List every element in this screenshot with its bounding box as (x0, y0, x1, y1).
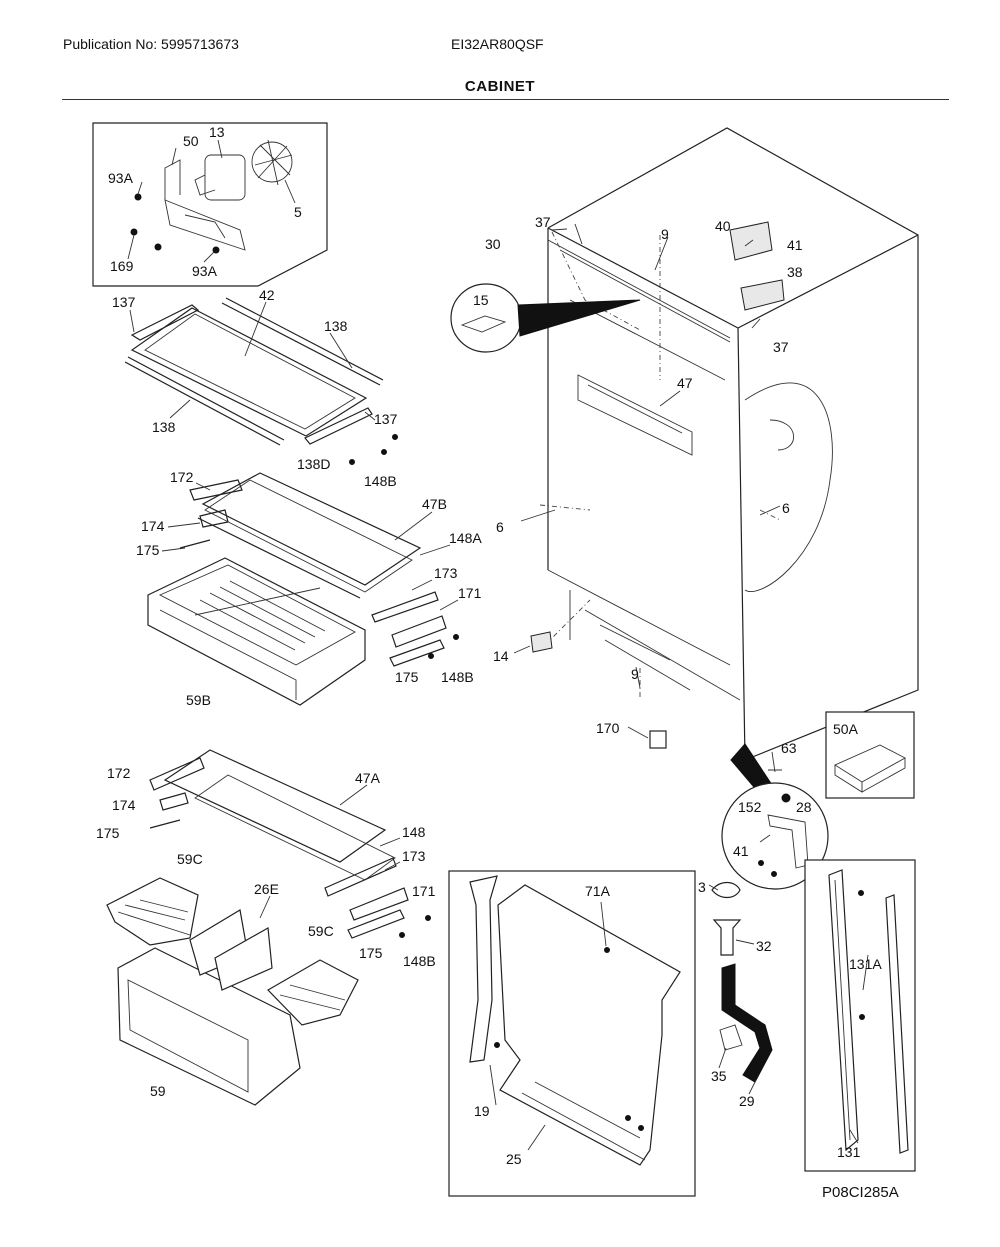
callout-6: 6 (782, 500, 790, 516)
callout-173: 173 (434, 565, 458, 581)
leveler-drain-parts: 3 32 35 29 (698, 879, 773, 1109)
callout-137: 137 (374, 411, 398, 427)
callout-42: 42 (259, 287, 275, 303)
callout-148b: 148B (403, 953, 436, 969)
callout-37: 37 (773, 339, 789, 355)
callout-35: 35 (711, 1068, 727, 1084)
callout-170: 170 (596, 720, 620, 736)
callout-37: 37 (535, 214, 551, 230)
callout-148b: 148B (364, 473, 397, 489)
callout-172: 172 (107, 765, 131, 781)
callout-71a: 71A (585, 883, 611, 899)
callout-138: 138 (152, 419, 176, 435)
callout-175: 175 (96, 825, 120, 841)
lower-drawer-assembly: 172 47A 174 175 148 173 59C 26E 171 59C … (96, 749, 436, 1106)
callout-50a: 50A (833, 721, 859, 737)
callout-174: 174 (141, 518, 165, 534)
publication-number: Publication No: 5995713673 (63, 36, 239, 52)
callout-50: 50 (183, 133, 199, 149)
upper-drawer-assembly: 172 47B 174 175 148A 173 171 175 148B 59… (136, 469, 482, 708)
callout-41: 41 (733, 843, 749, 859)
callout-174: 174 (112, 797, 136, 813)
callout-175: 175 (395, 669, 419, 685)
header-divider (62, 99, 949, 100)
trim-strip-inset: 131A 131 (804, 859, 916, 1172)
callout-30: 30 (485, 236, 501, 252)
callout-131a: 131A (849, 956, 882, 972)
callout-26e: 26E (254, 881, 279, 897)
callout-6: 6 (496, 519, 504, 535)
callout-5: 5 (294, 204, 302, 220)
callout-152: 152 (738, 799, 762, 815)
callout-171: 171 (412, 883, 436, 899)
callout-148a: 148A (449, 530, 482, 546)
toe-grille-inset: 71A 19 25 (448, 870, 696, 1197)
callout-131: 131 (837, 1144, 861, 1160)
callout-175: 175 (136, 542, 160, 558)
callout-38: 38 (787, 264, 803, 280)
callout-9: 9 (661, 226, 669, 242)
callout-25: 25 (506, 1151, 522, 1167)
callout-171: 171 (458, 585, 482, 601)
callout-15: 15 (473, 292, 489, 308)
callout-13: 13 (209, 124, 225, 140)
callout-59b: 59B (186, 692, 211, 708)
part-50a-inset: 50A (825, 711, 915, 799)
callout-59c: 59C (177, 851, 203, 867)
callout-59: 59 (150, 1083, 166, 1099)
callout-169: 169 (110, 258, 134, 274)
callout-59c: 59C (308, 923, 334, 939)
callout-40: 40 (715, 218, 731, 234)
callout-148: 148 (402, 824, 426, 840)
callout-32: 32 (756, 938, 772, 954)
diagram-code: P08CI285A (822, 1184, 899, 1201)
callout-19: 19 (474, 1103, 490, 1119)
callout-137: 137 (112, 294, 136, 310)
callout-29: 29 (739, 1093, 755, 1109)
part-15-detail: 15 (450, 283, 641, 353)
callout-47a: 47A (355, 770, 381, 786)
hinge-detail: 63 152 28 41 (721, 740, 829, 890)
callout-138d: 138D (297, 456, 330, 472)
callout-148b: 148B (441, 669, 474, 685)
callout-41: 41 (787, 237, 803, 253)
callout-47: 47 (677, 375, 693, 391)
callout-93a: 93A (108, 170, 134, 186)
callout-172: 172 (170, 469, 194, 485)
callout-173: 173 (402, 848, 426, 864)
callout-175: 175 (359, 945, 383, 961)
page-title: CABINET (464, 78, 536, 95)
model-number: EI32AR80QSF (451, 36, 544, 52)
callout-63: 63 (781, 740, 797, 756)
callout-93a: 93A (192, 263, 218, 279)
callout-3: 3 (698, 879, 706, 895)
callout-47b: 47B (422, 496, 447, 512)
callout-14: 14 (493, 648, 509, 664)
top-shelf-assembly: 137 42 138 138 137 138D 148B (112, 287, 398, 489)
callout-138: 138 (324, 318, 348, 334)
callout-28: 28 (796, 799, 812, 815)
cabinet-body: 37 30 9 40 41 38 37 47 6 6 14 9 170 (485, 127, 919, 761)
fan-motor-inset: 50 13 93A 5 169 93A (92, 122, 328, 287)
callout-9: 9 (631, 666, 639, 682)
